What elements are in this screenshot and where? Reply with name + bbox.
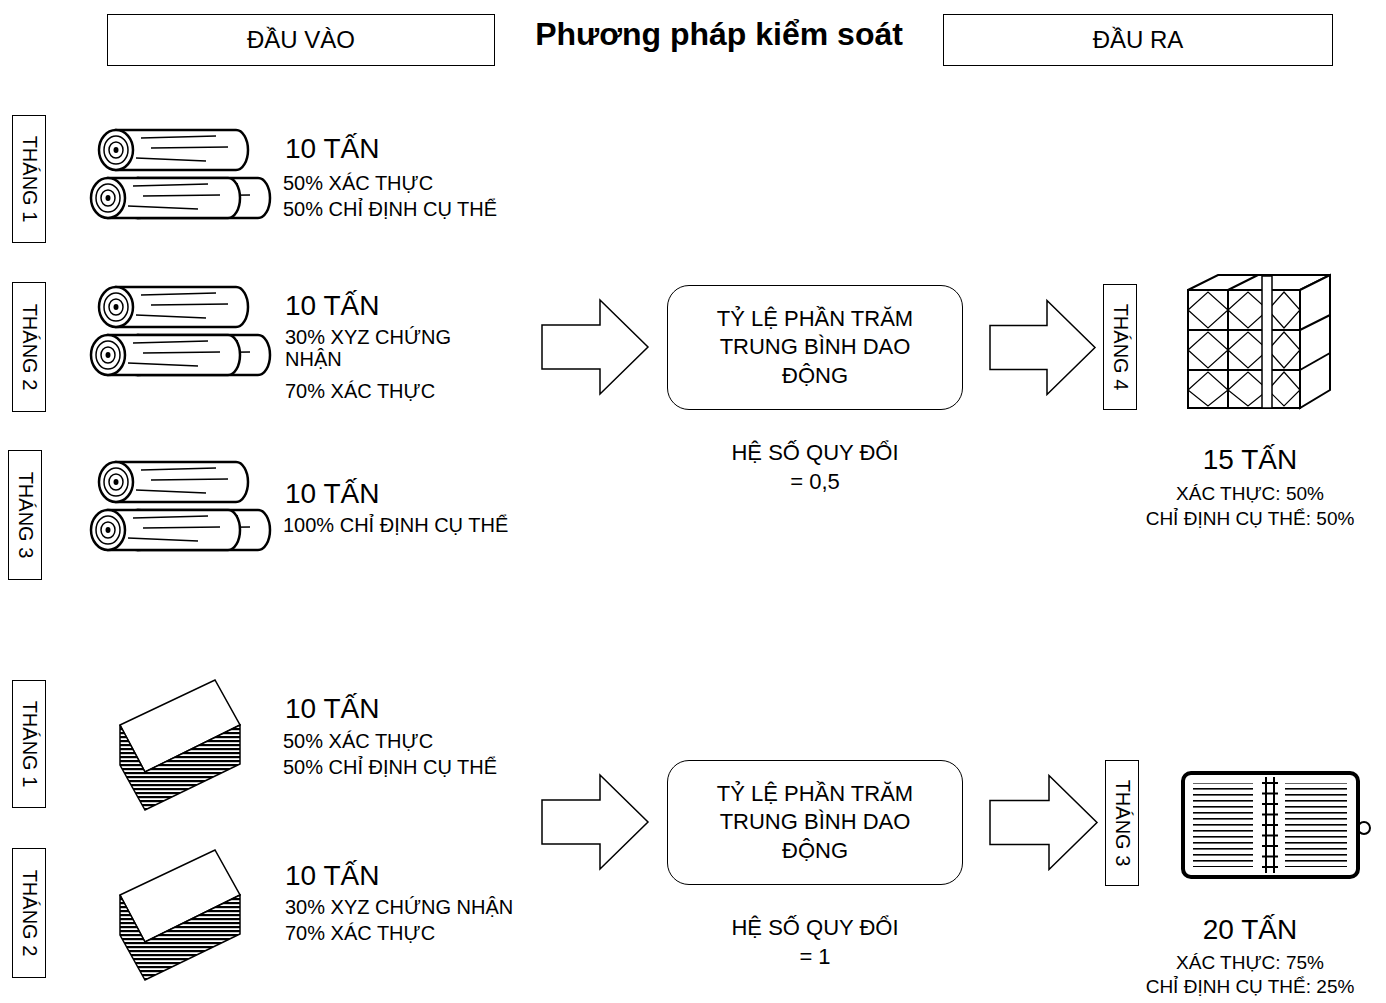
carton-pallet xyxy=(1188,275,1330,408)
node-text: TỶ LỆ PHẦN TRĂM TRUNG BÌNH DAO ĐỘNG xyxy=(710,305,920,391)
node-text: THÁNG 2 xyxy=(18,870,41,957)
month-tag: THÁNG 3 xyxy=(8,450,42,580)
month-tag: THÁNG 4 xyxy=(1103,284,1137,410)
quantity-label: 10 TẤN xyxy=(285,693,379,724)
share-label: 50% XÁC THỰC xyxy=(283,730,433,752)
share-label: 30% XYZ CHỨNG NHẬN xyxy=(285,896,513,918)
process-box: TỶ LỆ PHẦN TRĂM TRUNG BÌNH DAO ĐỘNGHỆ SỐ… xyxy=(667,285,963,410)
quantity-label: 10 TẤN xyxy=(285,478,379,509)
node-text: THÁNG 3 xyxy=(14,472,37,559)
node-text: ĐẦU RA xyxy=(1093,26,1184,54)
quantity-label: 20 TẤN xyxy=(1203,914,1297,945)
share-label: CHỈ ĐỊNH CỤ THỂ: 25% xyxy=(1146,976,1355,997)
share-label: 70% XÁC THỰC xyxy=(285,380,435,402)
process-box: TỶ LỆ PHẦN TRĂM TRUNG BÌNH DAO ĐỘNGHỆ SỐ… xyxy=(667,760,963,885)
node-text: THÁNG 4 xyxy=(1109,304,1132,391)
node-text: THÁNG 2 xyxy=(18,304,41,391)
quantity-label: 10 TẤN xyxy=(285,133,379,164)
header-box: ĐẦU RA xyxy=(943,14,1333,66)
quantity-label: 10 TẤN xyxy=(285,860,379,891)
share-label: CHỈ ĐỊNH CỤ THỂ: 50% xyxy=(1146,508,1355,529)
month-tag: THÁNG 1 xyxy=(12,115,46,243)
share-label: 50% CHỈ ĐỊNH CỤ THỂ xyxy=(283,756,497,778)
block-arrow xyxy=(542,300,648,394)
share-label: 100% CHỈ ĐỊNH CỤ THỂ xyxy=(283,514,508,536)
month-tag: THÁNG 1 xyxy=(12,680,46,808)
header-box: ĐẦU VÀO xyxy=(107,14,495,66)
node-note: HỆ SỐ QUY ĐỔI = 0,5 xyxy=(725,439,905,496)
node-note: HỆ SỐ QUY ĐỔI = 1 xyxy=(725,914,905,971)
log-pile xyxy=(91,130,270,218)
month-tag: THÁNG 3 xyxy=(1105,760,1139,886)
share-label: XÁC THỰC: 75% xyxy=(1176,952,1324,973)
paper-stack xyxy=(120,850,240,980)
month-tag: THÁNG 2 xyxy=(12,282,46,412)
block-arrow xyxy=(990,301,1095,395)
log-pile xyxy=(91,462,270,550)
node-text: THÁNG 1 xyxy=(18,136,41,223)
log-pile xyxy=(91,287,270,375)
node-text: THÁNG 3 xyxy=(1111,780,1134,867)
block-arrow xyxy=(990,776,1097,870)
share-label: 70% XÁC THỰC xyxy=(285,922,435,944)
notebook xyxy=(1183,773,1370,877)
node-text: ĐẦU VÀO xyxy=(247,26,355,54)
node-text: THÁNG 1 xyxy=(18,701,41,788)
month-tag: THÁNG 2 xyxy=(12,848,46,978)
share-label: 50% CHỈ ĐỊNH CỤ THỂ xyxy=(283,198,497,220)
share-label: 30% XYZ CHỨNG NHẬN xyxy=(285,326,495,371)
share-label: XÁC THỰC: 50% xyxy=(1176,483,1324,504)
quantity-label: 10 TẤN xyxy=(285,290,379,321)
quantity-label: 15 TẤN xyxy=(1203,444,1297,475)
paper-stack xyxy=(120,680,240,810)
block-arrow xyxy=(542,775,648,869)
share-label: 50% XÁC THỰC xyxy=(283,172,433,194)
node-text: TỶ LỆ PHẦN TRĂM TRUNG BÌNH DAO ĐỘNG xyxy=(710,780,920,866)
diagram-title: Phương pháp kiểm soát xyxy=(535,16,903,53)
